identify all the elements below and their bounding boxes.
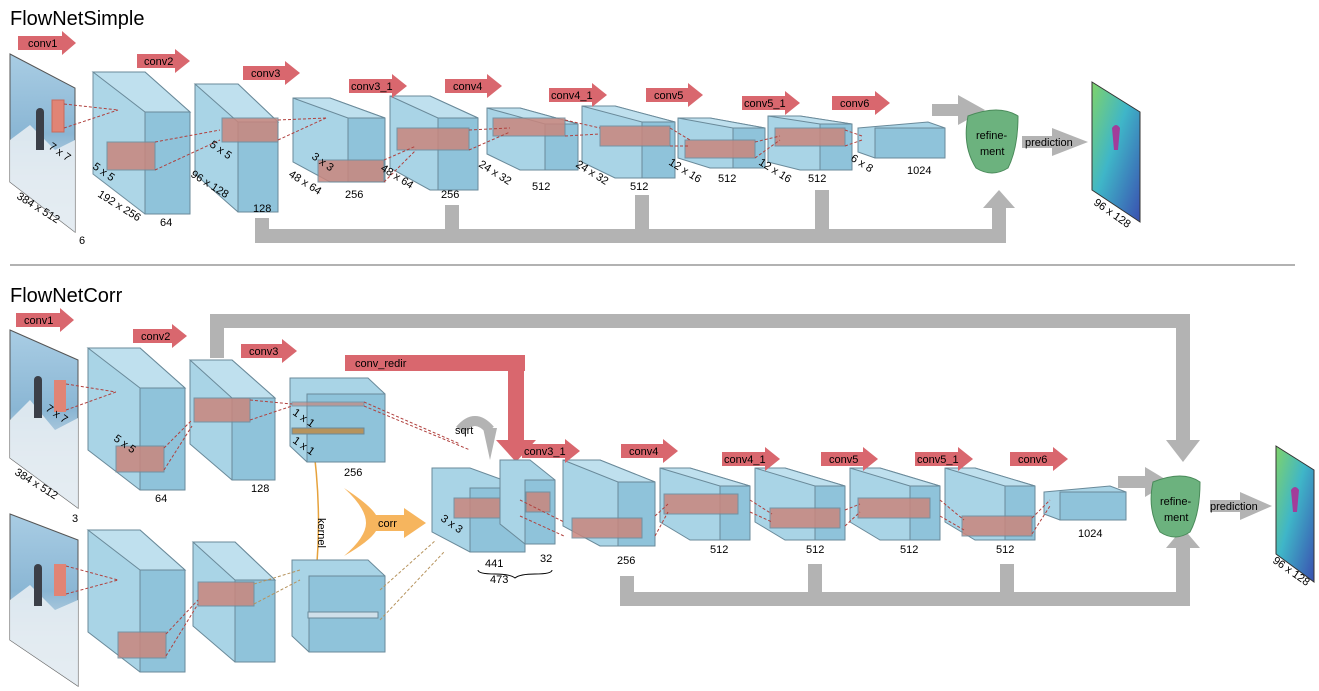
simple-refinement-label-1: refine-	[976, 130, 1008, 142]
simple-arrow-conv5: conv5	[646, 83, 703, 107]
corr-arrow-conv4: conv4	[621, 439, 678, 463]
svg-text:conv1: conv1	[24, 315, 53, 327]
corr-arrow-conv5_1: conv5_1	[915, 447, 973, 471]
svg-text:128: 128	[253, 203, 271, 215]
svg-text:conv5_1: conv5_1	[917, 454, 959, 466]
simple-refinement-label-2: ment	[980, 146, 1004, 158]
sqrt-curved-arrow	[456, 416, 494, 434]
flownetsimple-title: FlowNetSimple	[10, 8, 144, 30]
svg-text:conv1: conv1	[28, 38, 57, 50]
corr-arrow-conv3_1: conv3_1	[522, 439, 580, 463]
svg-text:512: 512	[630, 181, 648, 193]
simple-prediction-label: prediction	[1025, 137, 1073, 149]
corr-input-image-1	[9, 329, 79, 509]
svg-text:conv3_1: conv3_1	[351, 81, 393, 93]
svg-text:conv3: conv3	[249, 346, 278, 358]
simple-arrow-conv3: conv3	[243, 61, 300, 85]
svg-text:512: 512	[900, 544, 918, 556]
corr-arrow-conv6: conv6	[1010, 447, 1068, 471]
svg-text:conv3: conv3	[251, 68, 280, 80]
svg-text:256: 256	[345, 189, 363, 201]
corr-skip-paths	[210, 314, 1272, 606]
corr-arrow-conv4_1: conv4_1	[722, 447, 780, 471]
simple-input-image	[9, 53, 76, 234]
simple-arrow-conv2: conv2	[137, 49, 190, 73]
svg-text:64: 64	[160, 217, 172, 229]
svg-text:512: 512	[532, 181, 550, 193]
simple-kernel-lines	[63, 103, 863, 183]
svg-text:512: 512	[996, 544, 1014, 556]
simple-arrow-conv4_1: conv4_1	[549, 83, 607, 107]
simple-arrow-conv4: conv4	[445, 74, 502, 98]
svg-text:conv5: conv5	[654, 90, 683, 102]
corr-arrow-conv5: conv5	[821, 447, 878, 471]
corr-arrow-conv2: conv2	[133, 324, 187, 348]
corr-refinement-block	[1150, 475, 1201, 538]
simple-volumes	[91, 71, 946, 215]
svg-text:512: 512	[710, 544, 728, 556]
svg-text:256: 256	[441, 189, 459, 201]
svg-text:256: 256	[617, 555, 635, 567]
svg-text:conv2: conv2	[141, 331, 170, 343]
svg-text:conv4: conv4	[629, 446, 658, 458]
svg-text:512: 512	[808, 173, 826, 185]
svg-text:256: 256	[344, 467, 362, 479]
svg-text:1024: 1024	[907, 165, 931, 177]
svg-text:512: 512	[718, 173, 736, 185]
simple-output-flow	[1091, 81, 1141, 223]
simple-arrow-conv5_1: conv5_1	[742, 91, 800, 115]
svg-text:512: 512	[806, 544, 824, 556]
sqrt-arrow-head	[483, 428, 497, 460]
corr-kernel-lines	[65, 383, 1051, 657]
corr-volumes	[86, 347, 1127, 673]
corr-patch-lines	[253, 539, 445, 621]
svg-text:128: 128	[251, 483, 269, 495]
svg-text:conv2: conv2	[144, 56, 173, 68]
svg-text:conv5: conv5	[829, 454, 858, 466]
kernel-label: kernel	[315, 518, 327, 548]
svg-text:441: 441	[485, 558, 503, 570]
svg-text:conv6: conv6	[1018, 454, 1047, 466]
svg-text:conv6: conv6	[840, 98, 869, 110]
corr-input-channels-label: 3	[72, 513, 78, 525]
svg-text:conv4_1: conv4_1	[724, 454, 766, 466]
svg-text:1024: 1024	[1078, 528, 1102, 540]
corr-arrow-conv3: conv3	[241, 339, 297, 363]
simple-arrow-conv1: conv1	[18, 31, 76, 55]
corr-arrow-conv1: conv1	[16, 308, 74, 332]
simple-arrow-conv6: conv6	[832, 91, 890, 115]
svg-text:conv4_1: conv4_1	[551, 90, 593, 102]
simple-arrow-conv3_1: conv3_1	[349, 74, 407, 98]
svg-text:32: 32	[540, 553, 552, 565]
simple-refinement-block	[965, 109, 1019, 174]
conv-redir-arrow: conv_redir	[345, 355, 536, 462]
simple-skip-paths	[255, 95, 1088, 243]
svg-text:conv_redir: conv_redir	[355, 358, 407, 370]
simple-layer-arrows: conv1 conv2 conv3 conv3_1 conv4 conv4_1 …	[18, 31, 890, 115]
corr-refinement-label-2: ment	[1164, 512, 1188, 524]
svg-text:conv4: conv4	[453, 81, 482, 93]
sqrt-label: sqrt	[455, 425, 473, 437]
svg-text:corr: corr	[378, 518, 397, 530]
corr-refinement-label-1: refine-	[1160, 496, 1192, 508]
corr-layer-arrows: conv1 conv2 conv3 conv3_1 conv4 conv4_1 …	[16, 308, 1068, 471]
svg-text:473: 473	[490, 574, 508, 586]
corr-input-image-2	[9, 513, 79, 687]
simple-input-channels-label: 6	[79, 235, 85, 247]
corr-combine-arrow: corr	[344, 488, 426, 556]
svg-text:conv5_1: conv5_1	[744, 98, 786, 110]
svg-text:64: 64	[155, 493, 167, 505]
corr-prediction-label: prediction	[1210, 501, 1258, 513]
flownetcorr-title: FlowNetCorr	[10, 285, 123, 307]
svg-text:conv3_1: conv3_1	[524, 446, 566, 458]
corr-output-flow	[1275, 445, 1315, 583]
concat-brace	[477, 569, 553, 579]
